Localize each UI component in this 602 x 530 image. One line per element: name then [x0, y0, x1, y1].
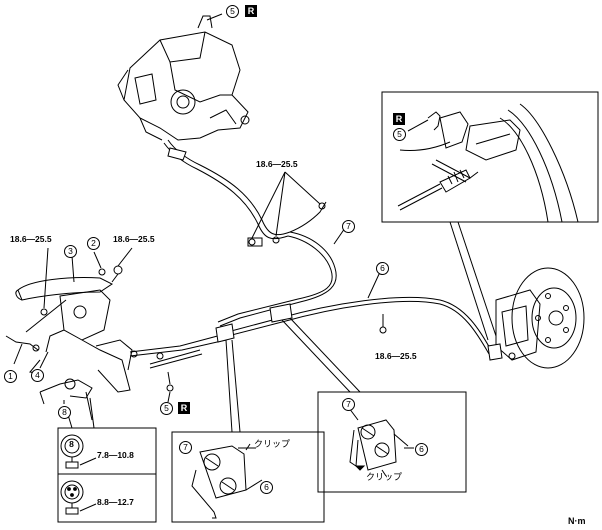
callout-6: 6 [376, 262, 389, 275]
r-mark-center: R [178, 402, 190, 414]
cable-upper [163, 139, 327, 247]
rear-disc-right [487, 267, 585, 369]
detail-clip-right [349, 419, 409, 477]
callout-2: 2 [87, 237, 100, 250]
detail-box-bolts [57, 427, 157, 523]
callout-6-detail-right: 6 [415, 443, 428, 456]
r-mark-detail: R [393, 113, 405, 125]
cable-6 [219, 296, 493, 355]
torque-bolt-a: 7.8—10.8 [97, 450, 134, 460]
cable-7 [217, 231, 337, 327]
torque-bolt-b: 8.8—12.7 [97, 497, 134, 507]
torque-top-center: 18.6—25.5 [256, 159, 298, 169]
callout-1: 1 [4, 370, 17, 383]
detail-box-clip-left [171, 431, 325, 523]
detail-box-caliper [381, 91, 599, 223]
r-mark-top: R [245, 5, 257, 17]
callout-7-detail-right: 7 [342, 398, 355, 411]
torque-left-a: 18.6—25.5 [10, 234, 52, 244]
callout-7: 7 [342, 220, 355, 233]
clip-label-right: クリップ [366, 472, 403, 482]
callout-7-detail-left: 7 [179, 441, 192, 454]
bolt-3dot-detail [60, 480, 97, 515]
detail-box-clip-right [317, 391, 467, 493]
equalizer [39, 378, 93, 421]
callout-8-bolt-detail: 8 [69, 439, 74, 449]
rear-knuckle-top [117, 13, 250, 141]
unit-label: N·m [568, 516, 586, 526]
callout-5-top: 5 [226, 5, 239, 18]
torque-right-mid: 18.6—25.5 [375, 351, 417, 361]
callout-6-detail-left: 6 [260, 481, 273, 494]
clip-label-left: クリップ [254, 439, 291, 449]
callout-3: 3 [64, 245, 77, 258]
callout-8: 8 [58, 406, 71, 419]
parking-brake-lever [5, 247, 133, 393]
callout-5-center: 5 [160, 402, 173, 415]
callout-5-detail: 5 [393, 128, 406, 141]
cable-center-lower [129, 323, 235, 392]
callout-4: 4 [31, 369, 44, 382]
torque-left-b: 18.6—25.5 [113, 234, 155, 244]
detail-caliper [397, 103, 579, 223]
detail-clip-left [191, 445, 263, 519]
bolt-8-detail [60, 434, 97, 469]
